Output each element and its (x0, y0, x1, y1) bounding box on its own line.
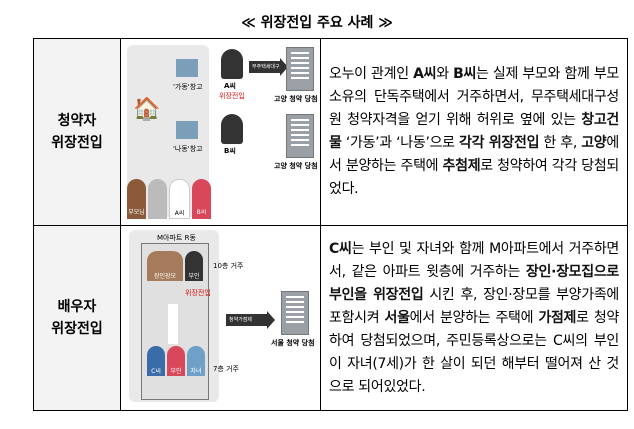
body-text: 한 후, (539, 135, 582, 151)
label-line: 위장전입 (51, 135, 103, 151)
arrow-icon: 청약가점제 (226, 311, 275, 329)
building-icon (286, 114, 314, 158)
label-line: 청약자 (57, 113, 97, 129)
emphasis-text: 추첨제 (442, 158, 481, 174)
person-b-icon (221, 114, 243, 144)
emphasis-text: 서울 (384, 309, 410, 326)
family-member: A씨 (169, 179, 190, 219)
emphasis-text: C씨 (329, 240, 352, 257)
body-text: 로 청약하여 당첨되었으며, 주민등록상으로는 C씨의 부인이 자녀(7세)가 … (329, 309, 620, 395)
body-text: 로 청약하여 각각 당첨되었다. (329, 158, 619, 197)
family-group: 부모님 A씨 B씨 (127, 179, 211, 219)
body-text: 는 실제 부모와 함께 부모 소유의 단독주택에서 거주하면서, 무주택세대구성… (329, 66, 620, 128)
family-member: B씨 (192, 179, 211, 219)
up-arrow-icon (168, 304, 178, 344)
page-title: ≪ 위장전입 주요 사례 ≫ (241, 15, 393, 31)
description-text: C씨는 부인 및 자녀와 함께 M아파트에서 거주하면서, 같은 아파트 윗층에… (329, 238, 619, 399)
person-label: 부인 (185, 251, 203, 281)
warehouse-icon (176, 59, 198, 77)
body-text: ‘가동’과 ‘나동’으로 (341, 135, 459, 151)
description-text: 오누이 관계인 A씨와 B씨는 실제 부모와 함께 부모 소유의 단독주택에서 … (329, 63, 619, 201)
emphasis-text: 고양 (581, 135, 607, 151)
emphasis-text: B씨 (453, 66, 477, 82)
warehouse-icon (176, 121, 198, 139)
person-label: C씨 (147, 346, 165, 376)
emphasis-text: 장인·장모집으로 부인을 위장전입 (329, 263, 619, 303)
building-icon (281, 291, 309, 335)
result-label: 서울 청약 당첨 (271, 339, 315, 347)
label-line: 위장전입 (51, 321, 103, 337)
label-line: 배우자 (57, 299, 97, 315)
person-label: 부인 (167, 346, 185, 376)
building-label: M아파트 R동 (157, 234, 196, 242)
illustration-applicant: 🏠 '가동'창고 '나동'창고 A씨 위장전입 B씨 무주택세대구성원 고양 청… (120, 38, 321, 226)
warehouse-a-label: '가동'창고 (173, 83, 203, 91)
person-a-label: A씨 (224, 82, 236, 90)
result-label: 고양 청약 당첨 (274, 95, 318, 103)
house-icon: 🏠 (133, 97, 161, 122)
tag-label: 위장전입 (185, 289, 211, 297)
top-floor-people: 장인장모 부인 (147, 251, 203, 281)
emphasis-text: 각각 위장전입 (459, 135, 540, 151)
tag-label: 위장전입 (219, 92, 245, 100)
body-text: 에서 분양하는 주택에 (329, 135, 619, 174)
person-label: 자녀 (187, 346, 205, 376)
illustration-spouse: M아파트 R동 장인장모 부인 위장전입 10층 거주 C씨 부인 자녀 7층 … (120, 225, 321, 411)
body-text: 시킨 후, 장인·장모를 부양가족에 포함시켜 (329, 286, 619, 326)
emphasis-text: 창고건물 (329, 112, 619, 151)
family-member: 부모님 (127, 179, 146, 219)
emphasis-text: A씨 (413, 66, 437, 82)
warehouse-b-label: '나동'창고 (173, 145, 203, 153)
body-text: 에서 분양하는 주택에 (409, 309, 539, 326)
bottom-floor-people: C씨 부인 자녀 (147, 346, 205, 376)
person-b-label: B씨 (224, 147, 236, 155)
arrow-icon: 무주택세대구성원 (249, 58, 288, 82)
floor-label: 10층 거주 (213, 262, 244, 270)
body-text: 오누이 관계인 (329, 66, 414, 82)
case-description: 오누이 관계인 A씨와 B씨는 실제 부모와 함께 부모 소유의 단독주택에서 … (320, 38, 628, 226)
emphasis-text: 가점제 (538, 309, 577, 326)
floor-label: 7층 거주 (213, 365, 239, 373)
body-text: 와 (436, 66, 454, 82)
building-icon (286, 47, 314, 91)
case-description: C씨는 부인 및 자녀와 함께 M아파트에서 거주하면서, 같은 아파트 윗층에… (320, 225, 628, 411)
person-label: 장인장모 (147, 251, 183, 281)
body-text: 는 부인 및 자녀와 함께 M아파트에서 거주하면서, 같은 아파트 윗층에 거… (329, 240, 619, 280)
person-a-icon (221, 49, 243, 79)
result-label: 고양 청약 당첨 (274, 162, 318, 170)
